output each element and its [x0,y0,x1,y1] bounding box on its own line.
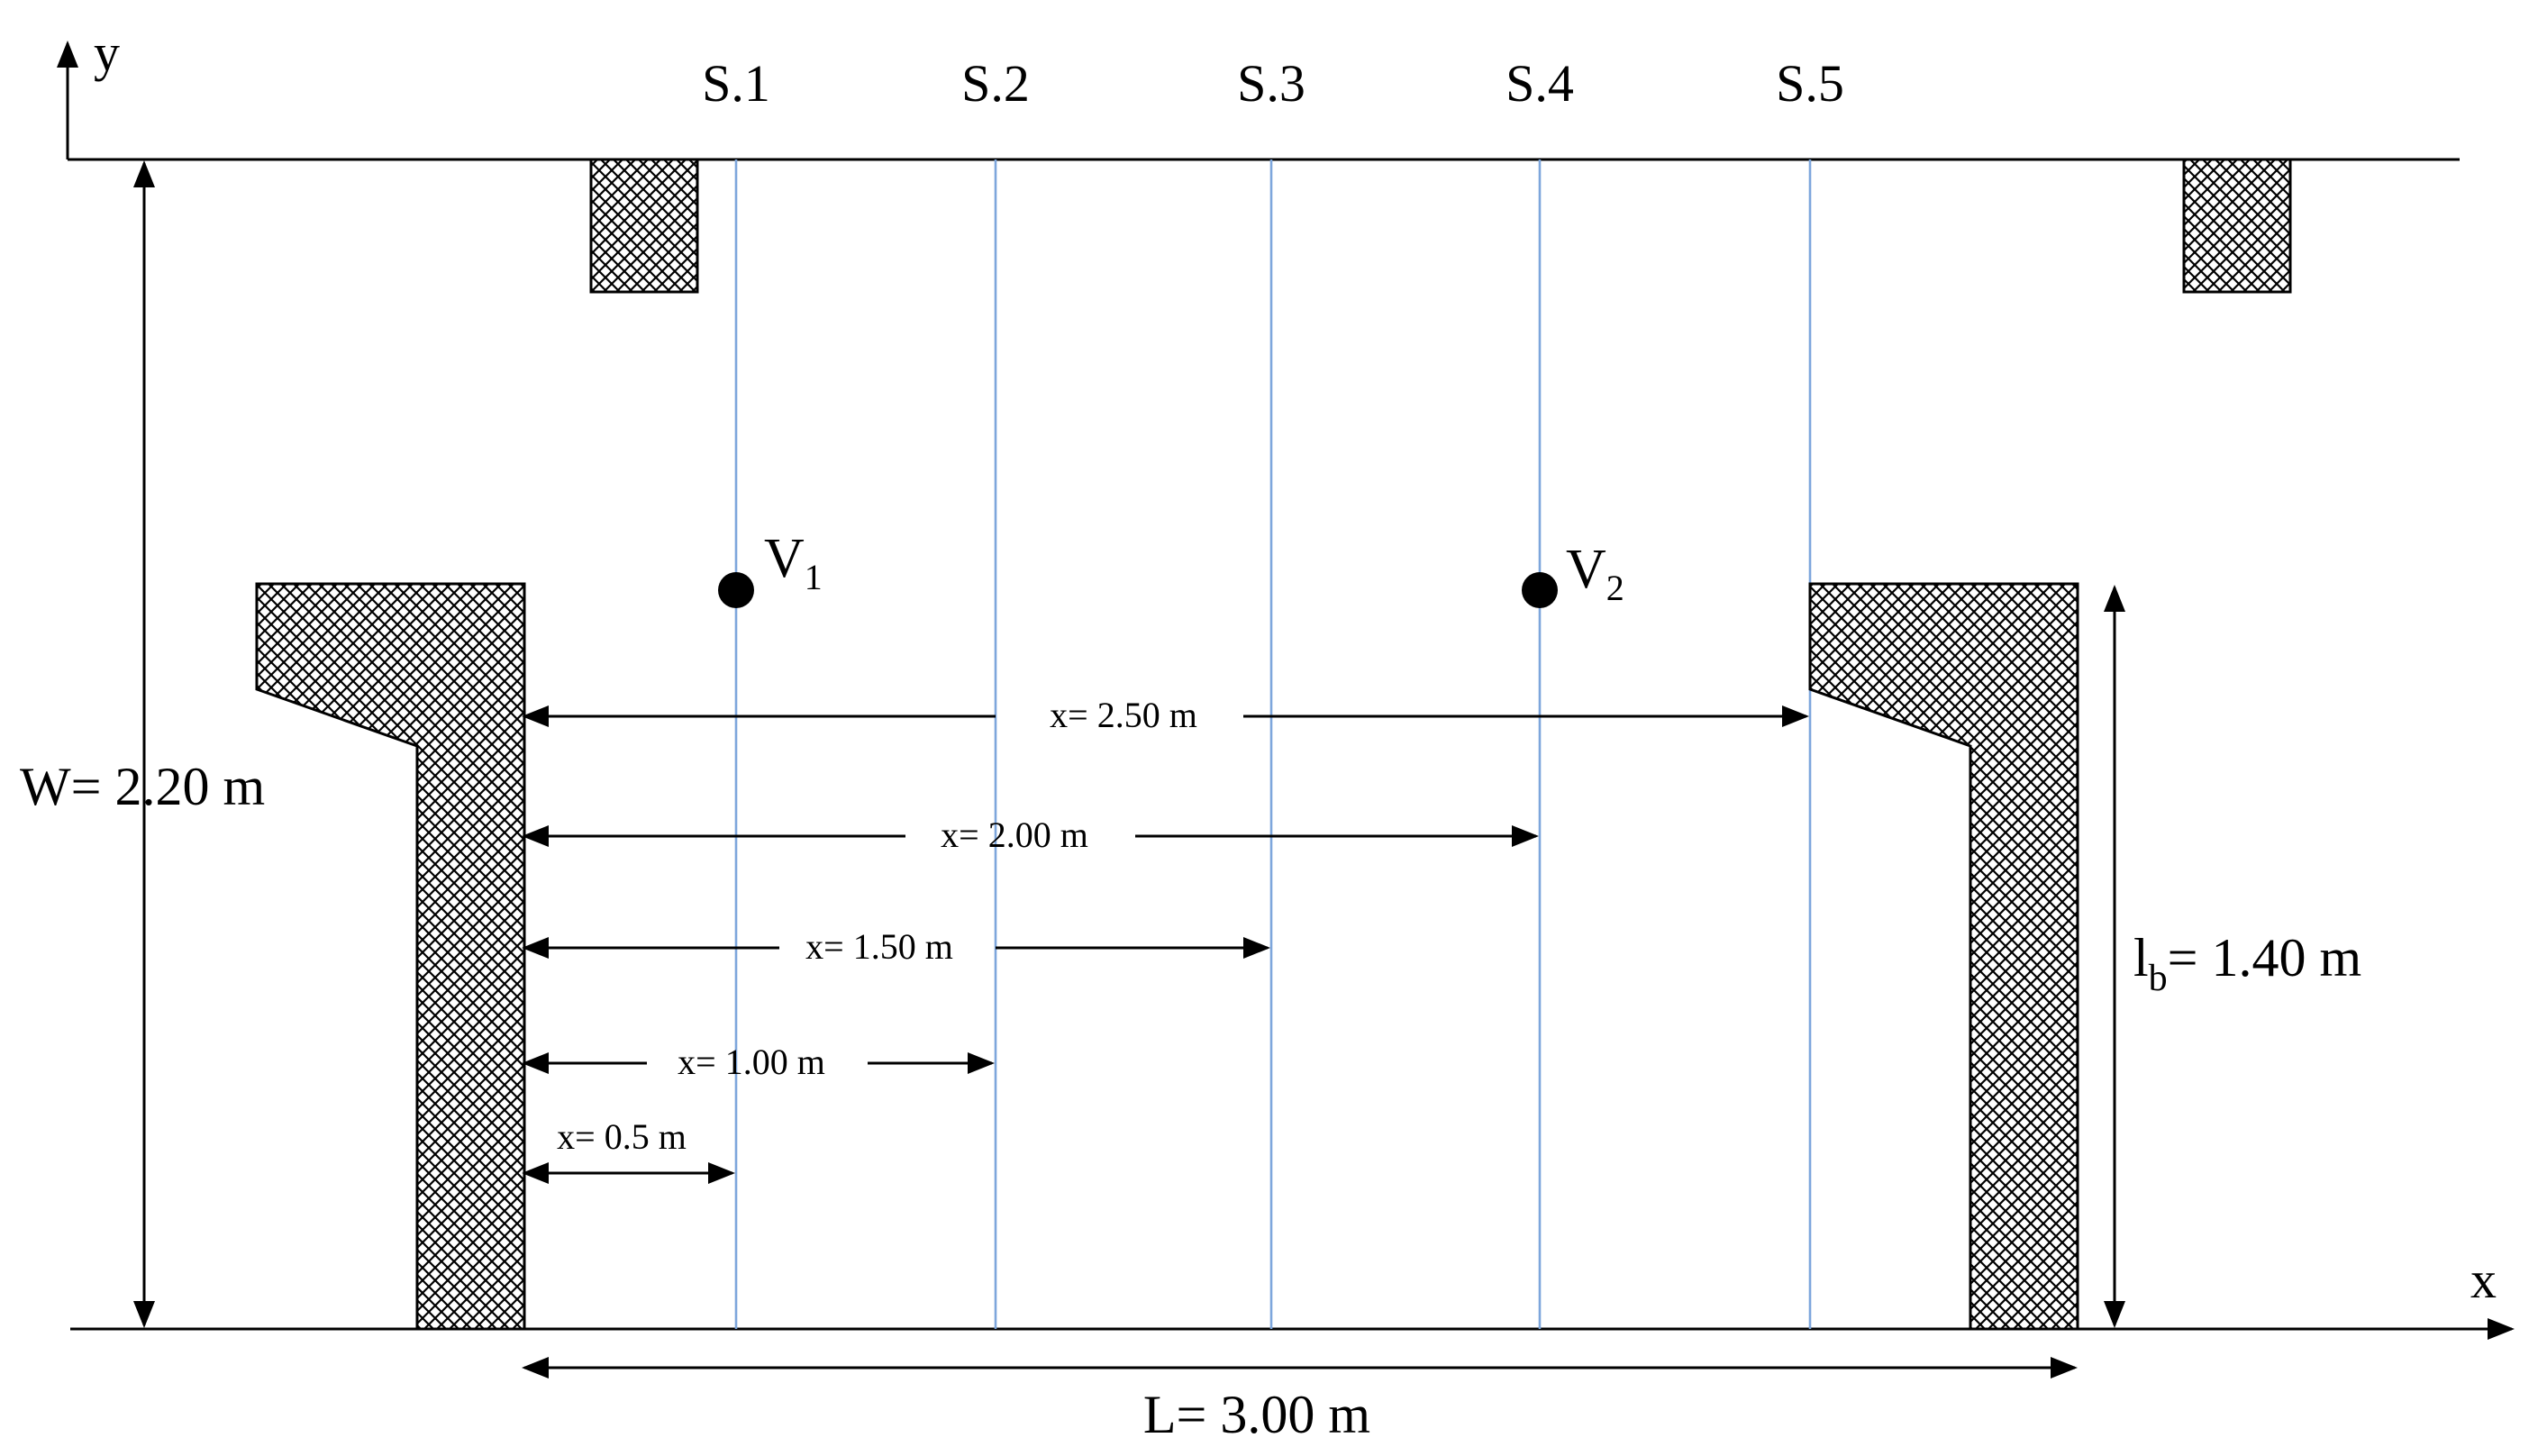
section-label-4: S.4 [1506,54,1574,113]
distance-label-0-5: x= 0.5 m [557,1116,687,1157]
right-abutment [1808,582,2079,1331]
distance-label-1-00: x= 1.00 m [678,1042,825,1082]
section-label-2: S.2 [961,54,1030,113]
point-v1-marker [718,572,754,608]
top-block-right [2182,158,2292,294]
distance-label-2-50: x= 2.50 m [1050,695,1197,735]
section-label-1: S.1 [702,54,770,113]
section-label-3: S.3 [1237,54,1305,113]
left-abutment [255,582,526,1331]
abutment-length-label: lb= 1.40 m [2133,928,2361,999]
y-axis-label: y [94,23,120,82]
x-axis-label: x [2470,1251,2497,1309]
distance-label-1-50: x= 1.50 m [805,926,953,967]
point-v2-marker [1522,572,1558,608]
top-block-left [589,158,699,294]
point-v1-label: V1 [764,528,823,597]
point-v2-label: V2 [1566,539,1624,608]
distance-label-2-00: x= 2.00 m [941,814,1088,855]
width-label: W= 2.20 m [20,757,265,816]
length-label: L= 3.00 m [1143,1385,1370,1444]
section-label-5: S.5 [1776,54,1844,113]
